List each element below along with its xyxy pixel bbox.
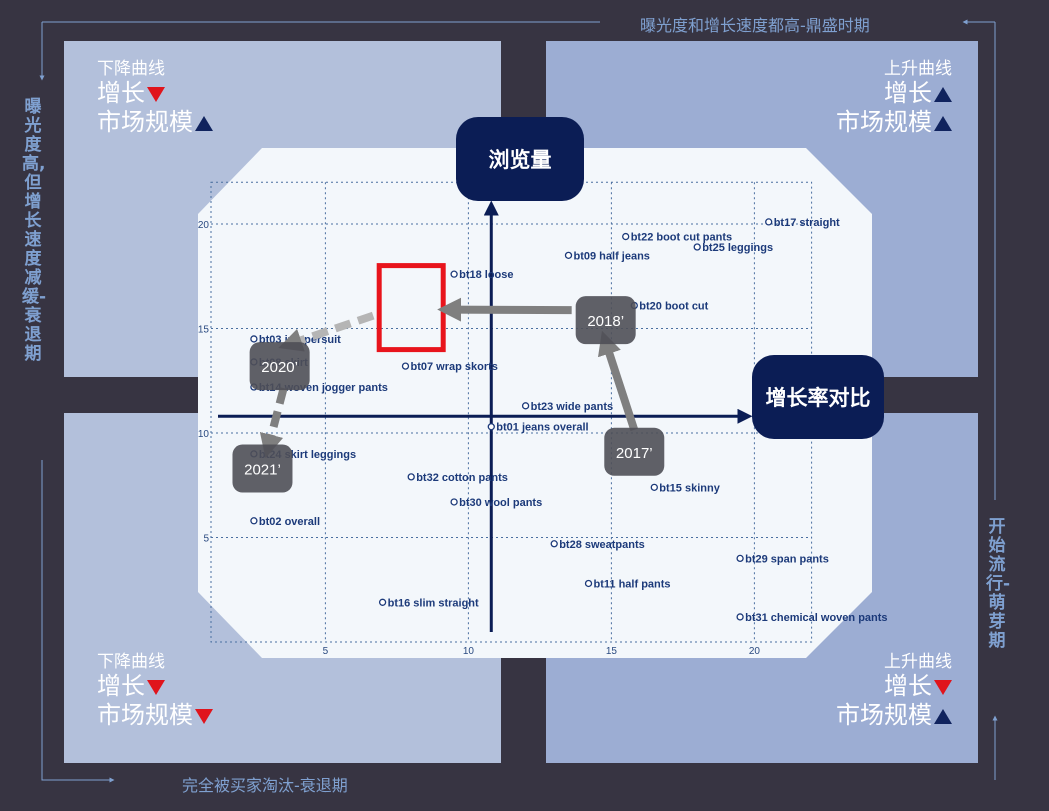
down-triangle-icon [147,86,165,102]
year-path: 2017’ 2018’ 2020’ 2021’ [232,296,665,493]
market-size-label: 市场规模 [97,701,193,729]
axes [218,200,753,632]
year-label: 2017’ [616,445,653,462]
edge-label-bottom: 完全被买家淘汰-衰退期 [182,776,348,795]
scatter-point [250,517,258,525]
scatter-point [622,232,630,241]
year-label: 2018’ [587,313,624,330]
quadrant-top-left-text: 下降曲线 增长 市场规模 [97,59,213,137]
scatter-point [736,613,744,621]
market-size-label: 市场规模 [836,701,932,729]
market-size-label: 市场规模 [97,108,193,136]
point-label: bt22 boot cut pants [631,232,732,244]
path-arrow [597,330,639,432]
point-label: bt20 boot cut [639,301,708,313]
y-tick-label: 20 [198,220,210,231]
point-label: bt02 overall [259,516,320,528]
scatter-point [521,402,530,410]
point-label: bt28 sweatpants [559,539,645,551]
year-label: 2020’ [261,359,298,376]
point-label: bt18 loose [459,269,513,281]
scatter-point [550,540,558,548]
scatter-point [450,270,458,278]
edge-label-right: 开始流行-萌芽期 [986,517,1011,651]
edge-label-left: 曝光度高,但增长速度减缓-衰退期 [22,97,47,364]
x-tick-label: 15 [606,646,618,657]
year-badge [604,427,665,476]
trend-caption: 下降曲线 [97,652,165,672]
up-triangle-icon [934,708,952,724]
up-triangle-icon [195,115,213,131]
trend-caption: 上升曲线 [884,652,952,672]
growth-label: 增长 [97,672,145,700]
scatter-point [650,483,658,491]
scatter-point [450,498,458,506]
quadrant-top-right-text: 上升曲线 增长 市场规模 [830,59,952,137]
path-arrow [278,311,375,352]
scatter-point [765,218,773,226]
scatter-point [487,423,495,431]
point-label: bt11 half pants [594,578,671,590]
year-badge [249,342,310,391]
scatter-point [564,251,573,260]
point-label: bt17 straight [774,217,840,229]
down-triangle-icon [147,679,165,695]
quadrant-bottom-left-text: 下降曲线 增长 市场规模 [97,652,213,730]
year-badge [575,296,636,345]
scatter-point [407,473,415,481]
scatter-point [693,243,701,251]
trend-caption: 下降曲线 [97,59,165,79]
scatter-point [401,362,410,370]
x-tick-label: 5 [323,646,329,657]
x-tick-label: 20 [749,646,761,657]
scatter-point [736,554,744,563]
y-tick-label: 15 [198,325,210,336]
down-triangle-icon [934,679,952,695]
year-badge [232,444,293,493]
point-label: bt23 wide pants [531,401,614,413]
quadrant-bottom-right-text: 上升曲线 增长 市场规模 [830,652,952,730]
point-label: bt31 chemical woven pants [745,612,887,624]
point-label: bt32 cotton pants [416,472,508,484]
plot-panel [198,148,872,658]
y-tick-label: 5 [203,534,209,545]
point-label: bt30 wool pants [459,497,542,509]
path-arrow [259,387,288,459]
point-label: bt01 jeans overall [496,422,588,434]
x-tick-label: 10 [463,646,475,657]
year-label: 2021’ [244,462,281,479]
down-triangle-icon [195,708,213,724]
point-label: bt15 skinny [659,482,720,494]
edge-label-top: 曝光度和增长速度都高-鼎盛时期 [640,16,870,35]
market-size-label: 市场规模 [836,108,932,136]
point-label: bt07 wrap skorts [410,361,497,373]
growth-label: 增长 [97,79,145,107]
x-axis-title: 增长率对比 [752,355,884,439]
cycle-arrow [41,460,115,783]
y-axis-title: 浏览量 [456,117,584,201]
growth-label: 增长 [884,79,932,107]
tick-labels: 5 10 15 20 5 10 15 20 [198,220,761,657]
point-label: bt09 half jeans [574,250,650,262]
point-label: bt29 span pants [745,553,829,565]
scatter-point [378,598,387,606]
scatter-point [250,335,258,343]
point-label: bt16 slim straight [388,597,479,609]
trend-caption: 上升曲线 [884,59,952,79]
up-triangle-icon [934,115,952,131]
growth-label: 增长 [884,672,932,700]
y-tick-label: 10 [198,429,210,440]
point-label: bt25 leggings [702,242,773,254]
path-arrow [437,297,572,322]
up-triangle-icon [934,86,952,102]
scatter-point [584,579,593,588]
